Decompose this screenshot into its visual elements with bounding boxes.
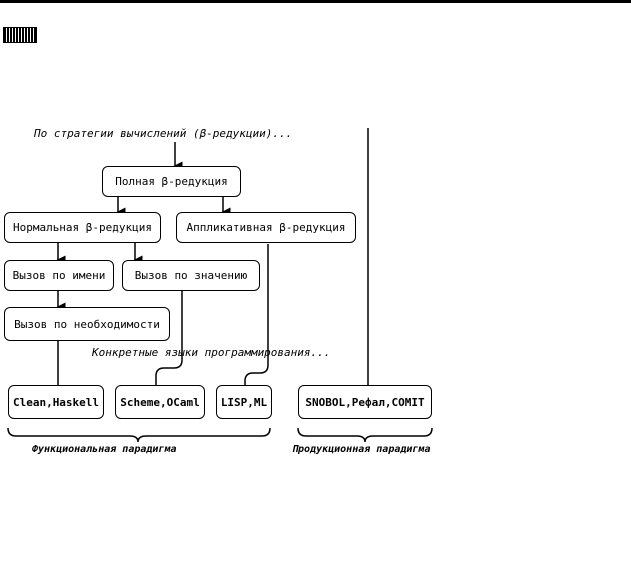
call-by-value-box: Вызов по значению [122, 260, 260, 291]
normal-reduction-box: Нормальная β-редукция [4, 212, 161, 243]
snobol-box: SNOBOL,Рефал,COMIT [298, 385, 432, 419]
clean-haskell-box: Clean,Haskell [8, 385, 104, 419]
functional-paradigm-caption: Функциональная парадигма [32, 444, 177, 455]
functional-brace [7, 427, 271, 443]
full-reduction-box: Полная β-редукция [102, 166, 241, 197]
strategy-note: По стратегии вычислений (β-редукции)... [34, 127, 293, 140]
top-rule [0, 0, 631, 3]
connector [244, 244, 269, 385]
languages-note: Конкретные языки программирования... [92, 346, 331, 359]
call-by-need-box: Вызов по необходимости [4, 307, 170, 341]
logo [3, 27, 37, 43]
call-by-name-box: Вызов по имени [4, 260, 114, 291]
productional-paradigm-caption: Продукционная парадигма [292, 444, 431, 455]
productional-brace [297, 427, 433, 443]
scheme-ocaml-box: Scheme,OCaml [115, 385, 205, 419]
lisp-ml-box: LISP,ML [216, 385, 272, 419]
applicative-reduction-box: Аппликативная β-редукция [176, 212, 356, 243]
connector [155, 291, 183, 385]
